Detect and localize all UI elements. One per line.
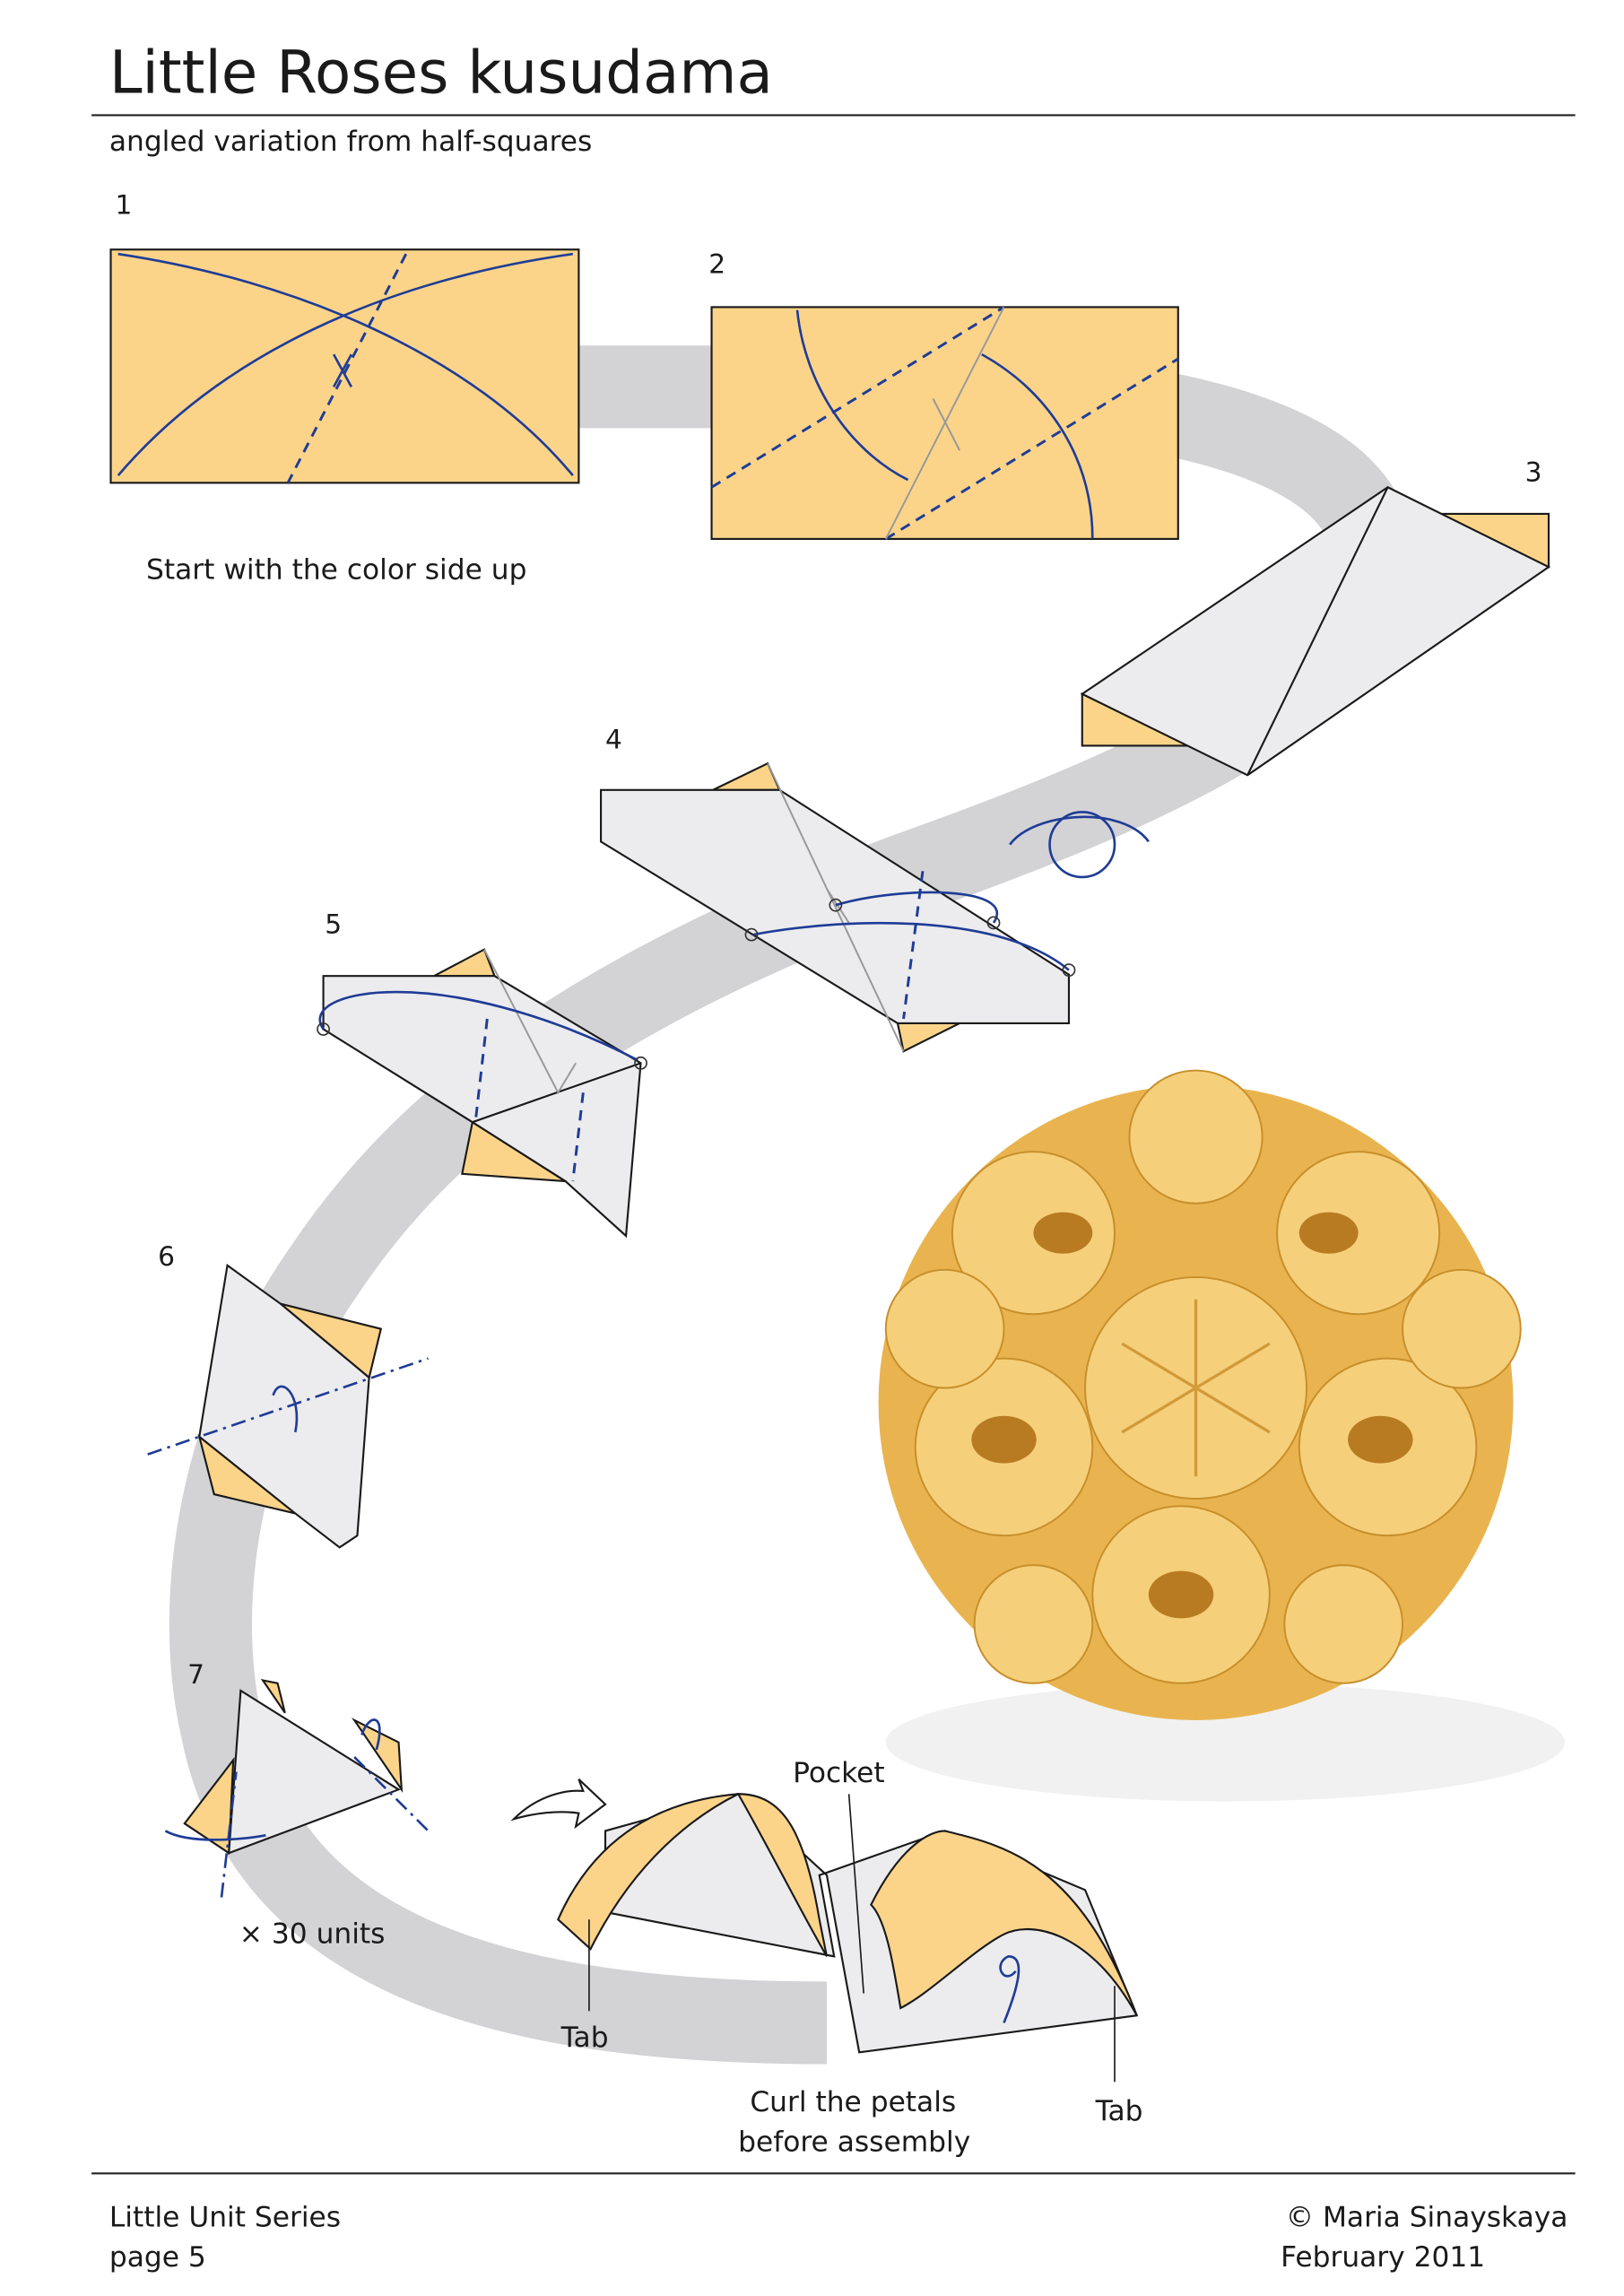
step-1-diagram bbox=[109, 248, 580, 484]
step-4-number: 4 bbox=[605, 724, 622, 755]
footer-date: February 2011 bbox=[1281, 2241, 1485, 2274]
step-7-diagram bbox=[164, 1678, 430, 1898]
step-6-diagram bbox=[147, 1264, 429, 1549]
step-7-number: 7 bbox=[187, 1658, 204, 1690]
step-4-diagram bbox=[600, 761, 1076, 1053]
step-3-number: 3 bbox=[1525, 457, 1542, 488]
turn-over-icon bbox=[1009, 811, 1150, 879]
pocket-label: Pocket bbox=[793, 1757, 885, 1789]
footer-author: © Maria Sinayskaya bbox=[1286, 2202, 1568, 2234]
step-2-diagram bbox=[710, 306, 1179, 541]
curl-caption-line1: Curl the petals bbox=[750, 2086, 956, 2118]
step-7-caption: × 30 units bbox=[239, 1918, 386, 1951]
footer-page: page 5 bbox=[109, 2241, 206, 2274]
footer-series: Little Unit Series bbox=[109, 2202, 341, 2234]
finished-unit-diagram bbox=[557, 1793, 1139, 2083]
step-1-caption: Start with the color side up bbox=[146, 553, 526, 586]
step-1-number: 1 bbox=[115, 189, 132, 221]
step-3-diagram bbox=[1080, 486, 1551, 777]
tab-left-label: Tab bbox=[560, 2022, 609, 2054]
curl-caption-line2: before assembly bbox=[738, 2126, 970, 2159]
step-5-number: 5 bbox=[325, 908, 342, 939]
step-5-diagram bbox=[317, 948, 647, 1239]
page-subtitle: angled variation from half-squares bbox=[109, 126, 592, 158]
step-6-number: 6 bbox=[158, 1240, 175, 1272]
step-2-number: 2 bbox=[708, 248, 725, 280]
kusudama-photo bbox=[878, 1069, 1566, 1802]
tab-right-label: Tab bbox=[1095, 2095, 1143, 2127]
page-title: Little Roses kusudama bbox=[109, 39, 773, 108]
next-arrow-icon bbox=[510, 1779, 607, 1830]
